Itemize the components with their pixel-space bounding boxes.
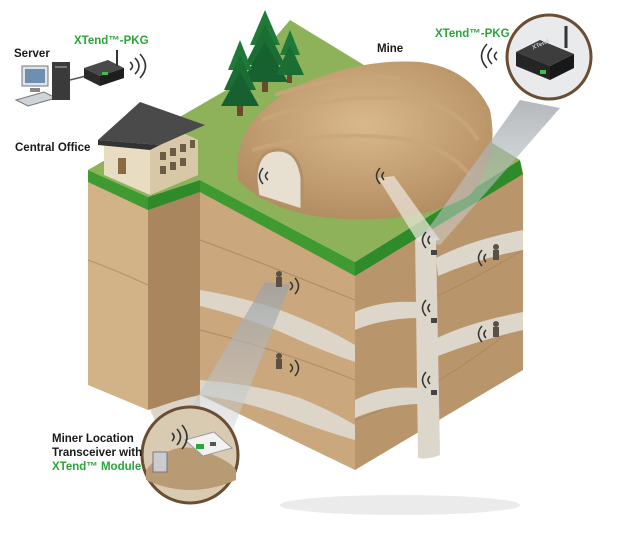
magnifier-beam-top [420, 100, 560, 245]
server-cable [69, 75, 87, 81]
label-miner-line3: XTend™ Module [52, 461, 142, 473]
wireless-signal-icon [480, 43, 498, 69]
transceiver-case [152, 451, 168, 473]
xtend-pkg-modem-icon [516, 26, 574, 80]
pine-tree-icon [242, 10, 288, 92]
label-miner-line2: Transceiver with [52, 447, 143, 459]
ground-shadow [280, 495, 520, 515]
label-server: Server [14, 48, 50, 60]
soil-left-pillar-front [88, 178, 148, 410]
label-central-office: Central Office [15, 142, 91, 154]
mine-entrance [254, 148, 304, 213]
mound-strata [251, 75, 480, 177]
label-mine: Mine [377, 43, 404, 55]
soil-left-pillar-side [148, 187, 200, 410]
miner-figure-icon [276, 244, 499, 369]
label-xtend-pkg-right: XTend™-PKG [435, 28, 510, 40]
signal-beam-vent [378, 176, 440, 242]
miner-rock-detail [146, 447, 236, 490]
wireless-signal-icon [129, 53, 147, 79]
pine-tree-icon [276, 30, 304, 83]
server-icon [14, 62, 70, 107]
grass-edge-pillar-side [148, 180, 200, 210]
grass-edge-left [200, 180, 355, 276]
transceiver-module-icon [183, 431, 234, 457]
label-miner-line1: Miner Location [52, 433, 134, 445]
wireless-signal-icon [258, 167, 487, 389]
pine-tree-icon [221, 40, 259, 116]
label-xtend-pkg-left: XTend™-PKG [74, 35, 149, 47]
shaft-transceiver-nodes [431, 250, 437, 395]
wireless-signal-icon [171, 424, 188, 450]
magnifier-beam-bottom [178, 282, 290, 450]
grass-edge-pillar [88, 170, 148, 210]
xtend-pkg-modem-icon [84, 50, 124, 86]
central-office-building [98, 102, 205, 195]
